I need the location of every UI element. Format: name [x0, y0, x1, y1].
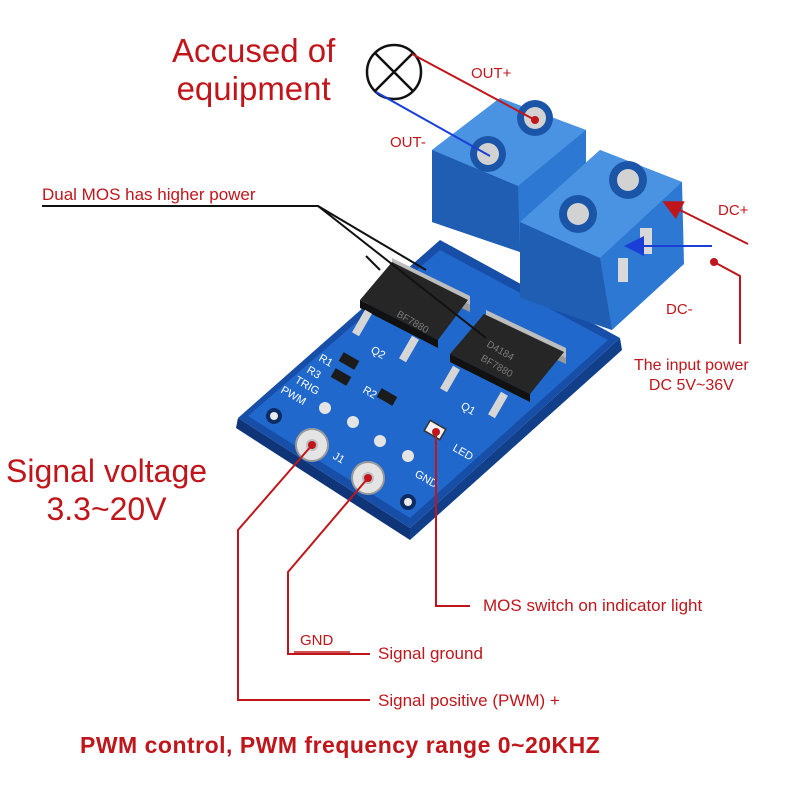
input-terminal-block — [520, 150, 684, 330]
input-power-label: The input power DC 5V~36V — [634, 356, 749, 396]
out-minus-wire — [375, 91, 491, 157]
load-label: Accused of equipment — [172, 32, 335, 108]
svg-text:J1: J1 — [331, 450, 347, 466]
mos-indicator-leader — [435, 432, 470, 607]
load-label-line2: equipment — [176, 70, 331, 107]
load-label-line1: Accused of — [172, 32, 336, 69]
signal-voltage-label: Signal voltage 3.3~20V — [6, 452, 207, 528]
input-power-line2: DC 5V~36V — [648, 377, 734, 394]
dc-plus-label: DC+ — [718, 202, 749, 219]
dc-plus-arrow — [662, 201, 749, 245]
bottom-caption: PWM control, PWM frequency range 0~20KHZ — [80, 732, 601, 758]
mosfet-q2: BF7880 — [352, 258, 470, 363]
dual-mos-label: Dual MOS has higher power — [42, 185, 256, 204]
mos-indicator-label: MOS switch on indicator light — [483, 596, 703, 615]
out-plus-label: OUT+ — [471, 65, 512, 82]
signal-voltage-line1: Signal voltage — [6, 453, 208, 489]
dc-minus-label: DC- — [666, 301, 693, 318]
signal-positive-label: Signal positive (PWM) + — [378, 691, 560, 710]
input-power-leader — [713, 261, 741, 344]
input-power-line1: The input power — [634, 357, 749, 374]
mounting-holes — [266, 408, 416, 510]
signal-ground-label: Signal ground — [378, 644, 483, 663]
signal-voltage-line2: 3.3~20V — [46, 491, 167, 527]
out-plus-wire — [411, 53, 536, 121]
pcb-board — [236, 240, 622, 540]
out-minus-label: OUT- — [390, 134, 426, 151]
gnd-label: GND — [300, 632, 334, 649]
signal-positive-leader — [237, 444, 370, 701]
dual-mos-leader — [42, 205, 487, 339]
mosfet-q1: D4184 BF7880 — [440, 310, 566, 419]
signal-ground-leader — [287, 477, 370, 655]
lamp-symbol-icon — [365, 43, 423, 101]
